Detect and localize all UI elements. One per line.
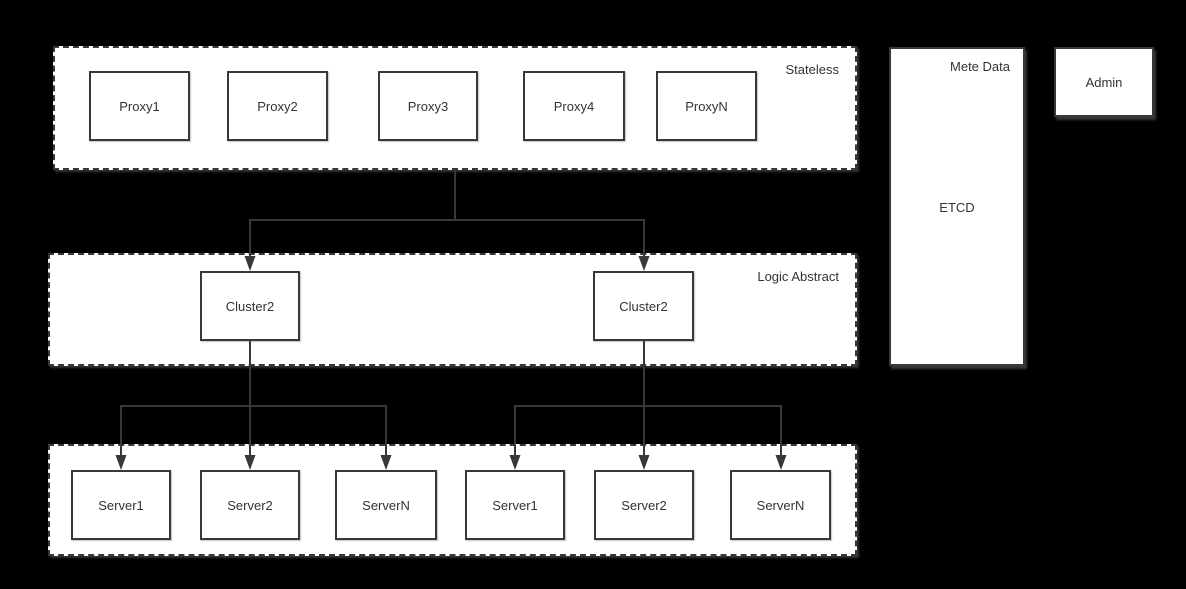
node-proxy2-label: Proxy2: [257, 98, 298, 114]
node-server2-right: Server2: [594, 470, 694, 540]
node-proxy1: Proxy1: [89, 71, 190, 141]
node-server1-right-label: Server1: [492, 497, 538, 513]
server-tier-container: Server1 Server2 ServerN Server1 Server2 …: [48, 444, 857, 556]
node-cluster2-right-label: Cluster2: [619, 298, 668, 314]
node-cluster2-left: Cluster2: [200, 271, 300, 341]
node-server1-left-label: Server1: [98, 497, 144, 513]
etcd-label: ETCD: [939, 200, 975, 215]
node-proxy3-label: Proxy3: [407, 98, 449, 114]
admin-panel: Admin: [1054, 47, 1154, 117]
node-proxy3: Proxy3: [378, 71, 478, 141]
logic-abstract-tier-container: Logic Abstract Cluster2 Cluster2: [48, 253, 857, 366]
node-server2-right-label: Server2: [621, 497, 667, 513]
node-cluster2-left-label: Cluster2: [225, 298, 275, 314]
node-server1-left: Server1: [71, 470, 171, 540]
stateless-tier-label: Stateless: [785, 62, 839, 77]
node-servern-right-label: ServerN: [756, 497, 805, 513]
node-proxy4-label: Proxy4: [553, 98, 595, 114]
node-proxy1-label: Proxy1: [119, 98, 160, 114]
meta-data-panel: Mete Data ETCD: [889, 47, 1025, 366]
node-server2-left-label: Server2: [227, 497, 273, 513]
admin-panel-label: Admin: [1085, 74, 1123, 90]
stateless-tier-container: Stateless Proxy1 Proxy2 Proxy3 Proxy4 Pr…: [53, 46, 857, 170]
node-server1-right: Server1: [465, 470, 565, 540]
node-proxyn: ProxyN: [656, 71, 757, 141]
node-servern-left-label: ServerN: [362, 497, 410, 513]
node-cluster2-right: Cluster2: [593, 271, 694, 341]
node-servern-right: ServerN: [730, 470, 831, 540]
node-server2-left: Server2: [200, 470, 300, 540]
logic-abstract-tier-label: Logic Abstract: [757, 269, 839, 284]
node-proxyn-label: ProxyN: [685, 98, 728, 114]
meta-data-panel-title: Mete Data: [950, 59, 1010, 74]
node-servern-left: ServerN: [335, 470, 437, 540]
node-proxy4: Proxy4: [523, 71, 625, 141]
node-proxy2: Proxy2: [227, 71, 328, 141]
